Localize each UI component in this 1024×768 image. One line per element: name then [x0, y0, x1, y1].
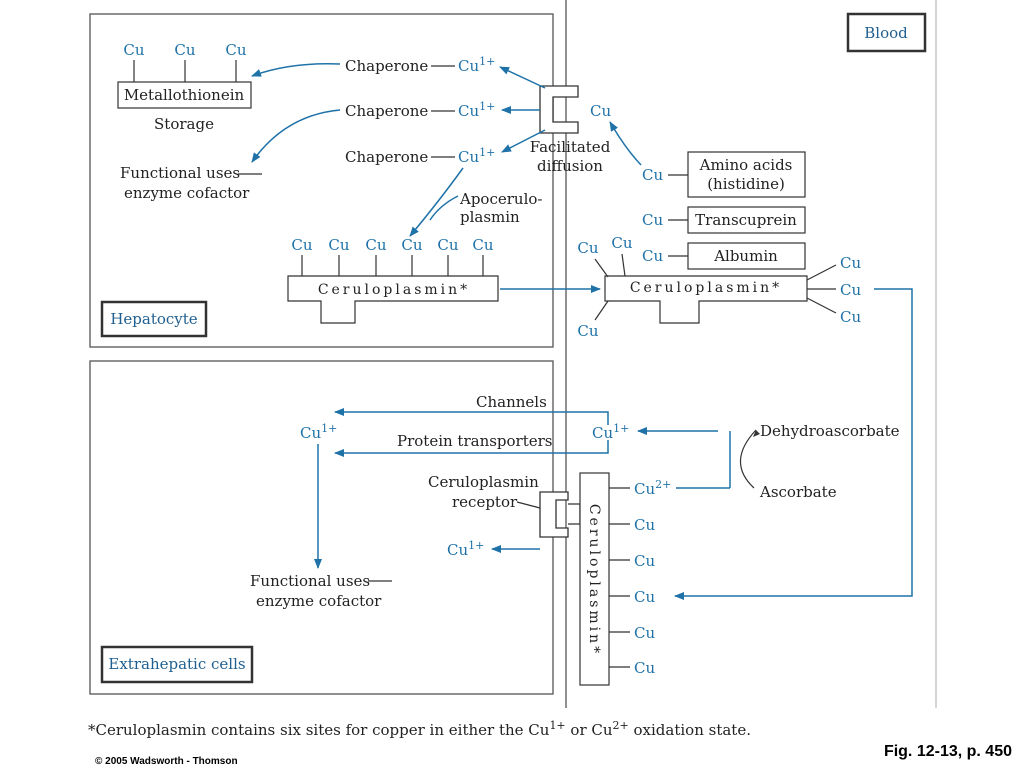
blood-cp-cu-5: Cu — [840, 281, 861, 299]
facilitated-label: Facilitated — [530, 138, 611, 156]
figure-label: Fig. 12-13, p. 450 — [884, 743, 1012, 760]
metallothionein-box — [117, 81, 252, 109]
chaperone-1-cu: Cu1+ — [458, 55, 495, 75]
facilitated-transporter — [539, 85, 579, 134]
arrow-protein-transporters — [334, 440, 609, 457]
arrow-blood-cp-to-extrahepatic-cp — [674, 288, 913, 600]
hep-cp-cu-4: Cu — [401, 236, 422, 254]
apoceruloplasmin-label-2: plasmin — [460, 208, 520, 226]
metallothionein-label: Metallothionein — [124, 86, 245, 104]
extrahepatic-label: Extrahepatic cells — [108, 655, 245, 673]
blood-ceruloplasmin-label: Ceruloplasmin* — [630, 280, 782, 296]
diffusion-label: diffusion — [537, 157, 603, 175]
blood-label: Blood — [864, 24, 908, 42]
hepatocyte-ceruloplasmin-label: Ceruloplasmin* — [318, 282, 470, 298]
arrow-chaperone-to-functional — [251, 109, 341, 163]
vertical-cp-cu2: Cu2+ — [634, 478, 671, 498]
ascorbate-label: Ascorbate — [759, 483, 837, 501]
extrahepatic-functional-uses: Functional uses — [250, 572, 370, 590]
extrahepatic-label-box — [100, 645, 254, 684]
histidine-label: (histidine) — [707, 175, 785, 193]
hep-cp-cu-1: Cu — [291, 236, 312, 254]
blood-cp-cu-3: Cu — [577, 322, 598, 340]
amino-acids-label: Amino acids — [699, 156, 793, 174]
chaperone-3-cu: Cu1+ — [458, 146, 495, 166]
cp-receptor-label-2: receptor — [452, 493, 518, 511]
hepatocyte-label-box — [100, 300, 208, 338]
blood-cp-cu-4: Cu — [840, 254, 861, 272]
albumin-cu: Cu — [642, 247, 663, 265]
chaperone-2: Chaperone — [345, 102, 428, 120]
vertical-cp-cu-6: Cu — [634, 659, 655, 677]
hep-cp-cu-2: Cu — [328, 236, 349, 254]
metallothionein-cu-1: Cu — [123, 41, 144, 59]
protein-transporters-label: Protein transporters — [397, 432, 553, 450]
blood-cp-cu-6: Cu — [840, 308, 861, 326]
hepatocyte-enzyme-cofactor: enzyme cofactor — [124, 184, 250, 202]
arrow-channels — [334, 408, 609, 425]
hepatocyte-functional-uses: Functional uses — [120, 164, 240, 182]
hepatocyte-region — [89, 13, 554, 348]
released-cu1: Cu1+ — [447, 539, 484, 559]
vertical-cp-cu-2: Cu — [634, 516, 655, 534]
vertical-cp-cu-4: Cu — [634, 588, 655, 606]
cp-receptor-label-1: Ceruloplasmin — [428, 473, 539, 491]
copyright: © 2005 Wadsworth - Thomson — [95, 756, 238, 767]
metallothionein-cu-3: Cu — [225, 41, 246, 59]
hep-cp-cu-5: Cu — [437, 236, 458, 254]
hep-cp-cu-3: Cu — [365, 236, 386, 254]
chaperone-1: Chaperone — [345, 57, 428, 75]
vertical-cp-cu-3: Cu — [634, 552, 655, 570]
dehydroascorbate-label: Dehydroascorbate — [760, 422, 900, 440]
ceruloplasmin-receptor — [539, 491, 569, 538]
extracellular-cu1: Cu1+ — [592, 422, 629, 442]
apoceruloplasmin-label-1: Apocerulo- — [459, 190, 542, 208]
vertical-ceruloplasmin-box — [579, 472, 610, 686]
hepatocyte-label: Hepatocyte — [110, 310, 197, 328]
arrow-chaperone-to-metallothionein — [251, 63, 341, 77]
amino-acids-cu: Cu — [642, 166, 663, 184]
albumin-label: Albumin — [713, 247, 778, 265]
footnote: *Ceruloplasmin contains six sites for co… — [88, 719, 751, 739]
blood-ceruloplasmin-box — [604, 275, 808, 324]
blood-cp-cu-2: Cu — [611, 234, 632, 252]
intracellular-cu1: Cu1+ — [300, 422, 337, 442]
vertical-ceruloplasmin-label: Ceruloplasmin* — [586, 504, 602, 656]
metallothionein-cu-2: Cu — [174, 41, 195, 59]
transcuprein-cu: Cu — [642, 211, 663, 229]
transcuprein-box — [687, 206, 806, 234]
hepatocyte-ceruloplasmin-box — [287, 275, 499, 324]
channels-label: Channels — [476, 393, 547, 411]
apoceruloplasmin-pointer — [429, 195, 459, 221]
chaperone-2-cu: Cu1+ — [458, 100, 495, 120]
ascorbate-curve — [739, 429, 757, 489]
extrahepatic-enzyme-cofactor: enzyme cofactor — [256, 592, 382, 610]
hep-cp-cu-6: Cu — [472, 236, 493, 254]
storage-label: Storage — [154, 115, 214, 133]
transcuprein-label: Transcuprein — [695, 211, 797, 229]
blood-label-box — [846, 12, 927, 53]
arrow-chaperone-to-ceruloplasmin — [409, 167, 464, 237]
arrow-to-chaperone-3 — [501, 129, 546, 153]
chaperone-3: Chaperone — [345, 148, 428, 166]
transporter-cu: Cu — [590, 102, 611, 120]
vertical-cp-cu-5: Cu — [634, 624, 655, 642]
amino-acids-box — [687, 151, 806, 198]
arrow-amino-acids-to-transporter — [609, 121, 642, 166]
albumin-box — [687, 242, 806, 270]
blood-cp-cu-1: Cu — [577, 239, 598, 257]
arrow-to-chaperone-1 — [499, 66, 546, 89]
